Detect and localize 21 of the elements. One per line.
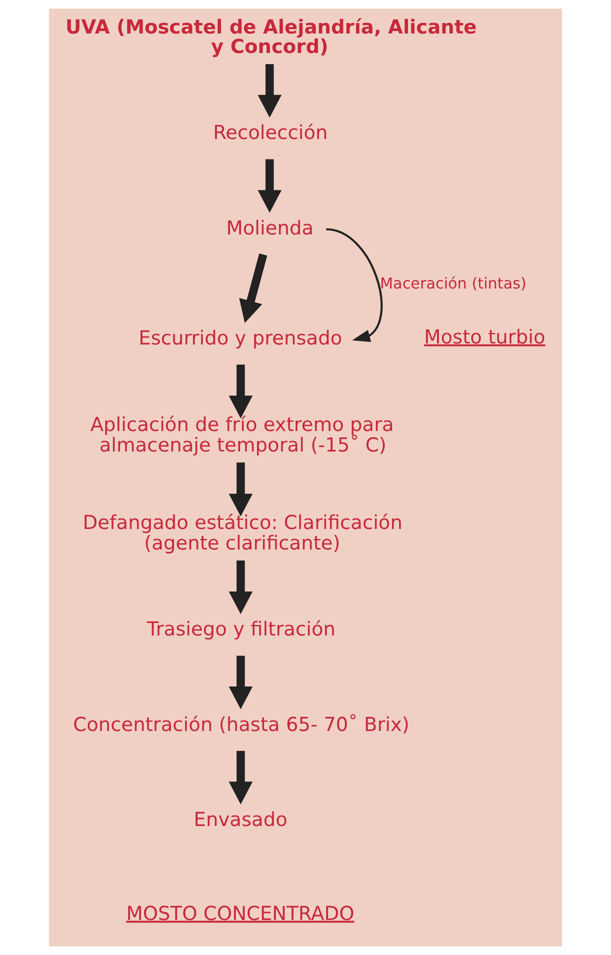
arrow xyxy=(228,364,253,418)
node-text: Molienda xyxy=(226,216,314,240)
node-text: Escurrido y prensado xyxy=(138,326,342,350)
label: Mosto turbio xyxy=(424,325,546,348)
node-text: Defangado estático: Clarificación (agente clarificante) xyxy=(82,510,402,554)
edge-label: Maceración (tintas) xyxy=(380,274,526,292)
node-text: Recolección xyxy=(213,121,328,144)
node-text: Aplicación de frío extremo para almacenaje temporal (-15˚ C) xyxy=(90,412,394,457)
arrow xyxy=(228,750,253,804)
node-text: Trasiego y filtración xyxy=(146,618,336,641)
node-text: Concentración (hasta 65- 70˚ Brix) xyxy=(73,712,410,736)
arrow xyxy=(228,656,253,710)
node-text: Envasado xyxy=(194,808,288,831)
arrow xyxy=(228,462,253,516)
arrow xyxy=(239,253,268,323)
arrow xyxy=(228,560,253,614)
arrow xyxy=(258,64,282,118)
arrow xyxy=(326,228,382,342)
arrow xyxy=(258,159,282,213)
node-text: UVA (Moscatel de Alejandría, Alicante y Concord) xyxy=(66,16,477,58)
label: MOSTO CONCENTRADO xyxy=(126,902,354,925)
